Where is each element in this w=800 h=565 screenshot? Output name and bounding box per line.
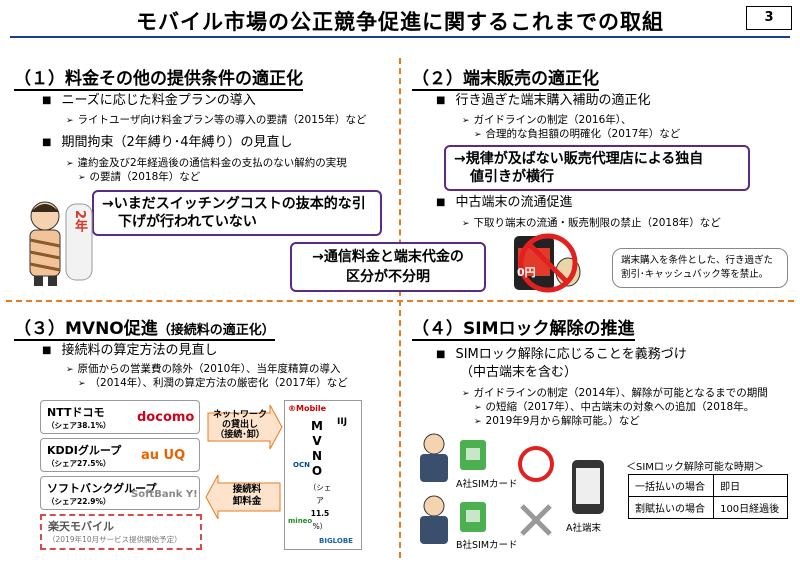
mineo-logo: mineo xyxy=(288,517,313,525)
mvno-share-line3: %） xyxy=(312,522,328,531)
page-title: モバイル市場の公正競争促進に関するこれまでの取組 xyxy=(136,10,664,34)
biglobe-logo: BIGLOBE xyxy=(319,537,353,545)
terminal-label: A社端末 xyxy=(566,523,601,534)
carrier-kddi: KDDIグループ （シェア27.5%） au UQ xyxy=(40,438,200,472)
zero-yen-label: 0円 xyxy=(517,266,536,279)
table-cell: 一括払いの場合 xyxy=(627,474,715,497)
section2-heading: （２）端末販売の適正化 xyxy=(412,69,599,91)
arrow1-line3: （接続･卸） xyxy=(215,430,265,440)
section2-sub1-line1: ガイドラインの制定（2016年）、 xyxy=(462,113,632,128)
center-callout-line2: 区分が不分明 xyxy=(346,269,430,285)
card-b-label: B社SIMカード xyxy=(456,540,518,551)
arrow1-line1: ネットワーク xyxy=(212,410,267,420)
docomo-logo: docomo xyxy=(137,410,195,425)
carrier-name: ソフトバンクグループ xyxy=(47,482,157,495)
section4-sub1-line3: 2019年9月から解除可能。）など xyxy=(474,414,640,429)
card-a-label: A社SIMカード xyxy=(456,479,518,490)
center-callout-line1: →通信料金と端末代金の xyxy=(312,249,464,265)
section3-bullet1: 接続料の算定方法の見直し xyxy=(42,342,217,360)
mvno-letter: N xyxy=(311,449,322,463)
table-cell: 割賦払いの場合 xyxy=(627,496,715,519)
section2-sub2: 下取り端末の流通・販売制限の禁止（2018年）など xyxy=(462,216,721,231)
arrow2-line2: 卸料金 xyxy=(232,496,262,507)
section4-bullet1-line2: （中古端末を含む） xyxy=(460,365,578,380)
title-rule xyxy=(10,36,790,38)
section4-sub1-line1: ガイドラインの制定（2014年）、解除が可能となるまでの期間 xyxy=(462,386,768,401)
tied-person-illustration xyxy=(29,201,93,286)
iij-logo: IIJ xyxy=(337,417,348,427)
table-row: 一括払いの場合 即日 xyxy=(627,474,788,497)
section1-bullet2: 期間拘束（2年縛り･4年縛り）の見直し xyxy=(42,134,292,152)
ocn-logo: OCN xyxy=(293,461,310,469)
mvno-vertical: M V N O xyxy=(311,419,323,479)
section1-callout-line1: →いまだスイッチングコストの抜本的な引 xyxy=(102,196,366,212)
unlock-table-title: ＜SIMロック解除可能な時期＞ xyxy=(626,462,764,473)
carrier-name: NTTドコモ xyxy=(47,406,105,419)
carrier-name: 楽天モバイル xyxy=(48,520,114,533)
mvno-letter: O xyxy=(311,464,323,478)
section2-callout-line1: →規律が及ばない販売代理店による独自 xyxy=(454,151,704,167)
carrier-softbank: ソフトバンクグループ （シェア22.9%） SoftBank Y! xyxy=(40,476,200,510)
section1-heading: （１）料金その他の提供条件の適正化 xyxy=(14,69,303,91)
section1-callout: →いまだスイッチングコストの抜本的な引 下げが行われていない xyxy=(92,190,382,236)
section3-heading: （３）MVNO促進（接続料の適正化） xyxy=(14,319,275,341)
au-uq-logo: au UQ xyxy=(141,448,186,463)
mvno-share: （シェア 11.5 %） xyxy=(307,481,333,533)
mvno-box: ®Mobile IIJ M V N O OCN （シェア 11.5 %） min… xyxy=(284,400,362,550)
arrows xyxy=(205,405,283,520)
softbank-logo: SoftBank Y! xyxy=(131,489,198,500)
table-cell: 100日経過後 xyxy=(713,496,788,519)
carrier-rakuten: 楽天モバイル （2019年10月サービス提供開始予定） xyxy=(40,514,202,550)
arrow2-line1: 接続料 xyxy=(232,484,262,495)
section2-bullet2: 中古端末の流通促進 xyxy=(436,194,572,212)
horizontal-divider xyxy=(6,300,794,302)
carrier-share: （シェア22.9%） xyxy=(47,497,111,506)
section2-bullet1: 行き過ぎた端末購入補助の適正化 xyxy=(436,92,650,110)
section2-callout-line2: 値引きが横行 xyxy=(470,169,554,185)
section4-bullet1: SIMロック解除に応じることを義務づけ xyxy=(436,346,686,364)
section1-sub1: ライトユーザ向け料金プラン等の導入の要請（2015年）など xyxy=(66,113,367,128)
fee-label: 接続料 卸料金 xyxy=(222,484,272,508)
mobile-logo: ®Mobile xyxy=(288,404,327,413)
two-year-tag: 2年 xyxy=(72,210,87,233)
section4-heading: （４）SIMロック解除の推進 xyxy=(412,319,635,341)
center-callout: →通信料金と端末代金の 区分が不分明 xyxy=(290,242,486,292)
section1-callout-line2: 下げが行われていない xyxy=(118,214,257,230)
table-row: 割賦払いの場合 100日経過後 xyxy=(627,496,788,519)
arrow1-line2: の貸出し xyxy=(221,420,258,430)
carrier-name: KDDIグループ xyxy=(47,444,122,457)
network-lending-label: ネットワーク の貸出し （接続･卸） xyxy=(210,410,270,440)
vertical-divider xyxy=(399,58,401,558)
section2-sub1-line2: 合理的な負担額の明確化（2017年）など xyxy=(474,127,681,142)
table-cell: 即日 xyxy=(713,474,788,497)
carrier-docomo: NTTドコモ （シェア38.1%） docomo xyxy=(40,400,200,434)
rakuten-note: （2019年10月サービス提供開始予定） xyxy=(48,535,182,544)
section1-sub2-line1: 違約金及び2年経過後の通信料金の支払のない解約の実現 xyxy=(66,156,347,171)
section4-sub1-line2: の短縮（2017年）、中古端末の対象への追加（2018年。 xyxy=(474,400,755,415)
prohibition-icon xyxy=(514,233,581,293)
bubble-line1: 端末購入を条件とした、行き過ぎた xyxy=(621,255,774,266)
mvno-letter: M xyxy=(311,419,323,433)
carrier-share: （シェア27.5%） xyxy=(47,459,111,468)
section2-callout: →規律が及ばない販売代理店による独自 値引きが横行 xyxy=(444,145,750,191)
page-number: 3 xyxy=(746,6,792,30)
unlock-table: 一括払いの場合 即日 割賦払いの場合 100日経過後 xyxy=(627,474,788,519)
section3-sub1-line1: 原価からの営業費の除外（2010年）、当年度精算の導入 xyxy=(66,362,341,377)
section1-bullet1: ニーズに応じた料金プランの導入 xyxy=(42,92,255,110)
mvno-share-value: 11.5 xyxy=(310,509,330,518)
mvno-letter: V xyxy=(312,434,322,448)
section1-sub2-line2: の要請（2018年）など xyxy=(78,170,201,185)
carrier-share: （シェア38.1%） xyxy=(47,421,111,430)
mvno-share-line1: （シェア xyxy=(308,483,332,505)
sim-lock-illustration xyxy=(420,433,604,544)
bubble-line2: 割引･キャッシュバック等を禁止。 xyxy=(621,269,769,280)
section3-sub1-line2: （2014年）、利潤の算定方法の厳密化（2017年）など xyxy=(78,376,348,391)
prohibition-bubble: 端末購入を条件とした、行き過ぎた 割引･キャッシュバック等を禁止。 xyxy=(612,248,788,288)
